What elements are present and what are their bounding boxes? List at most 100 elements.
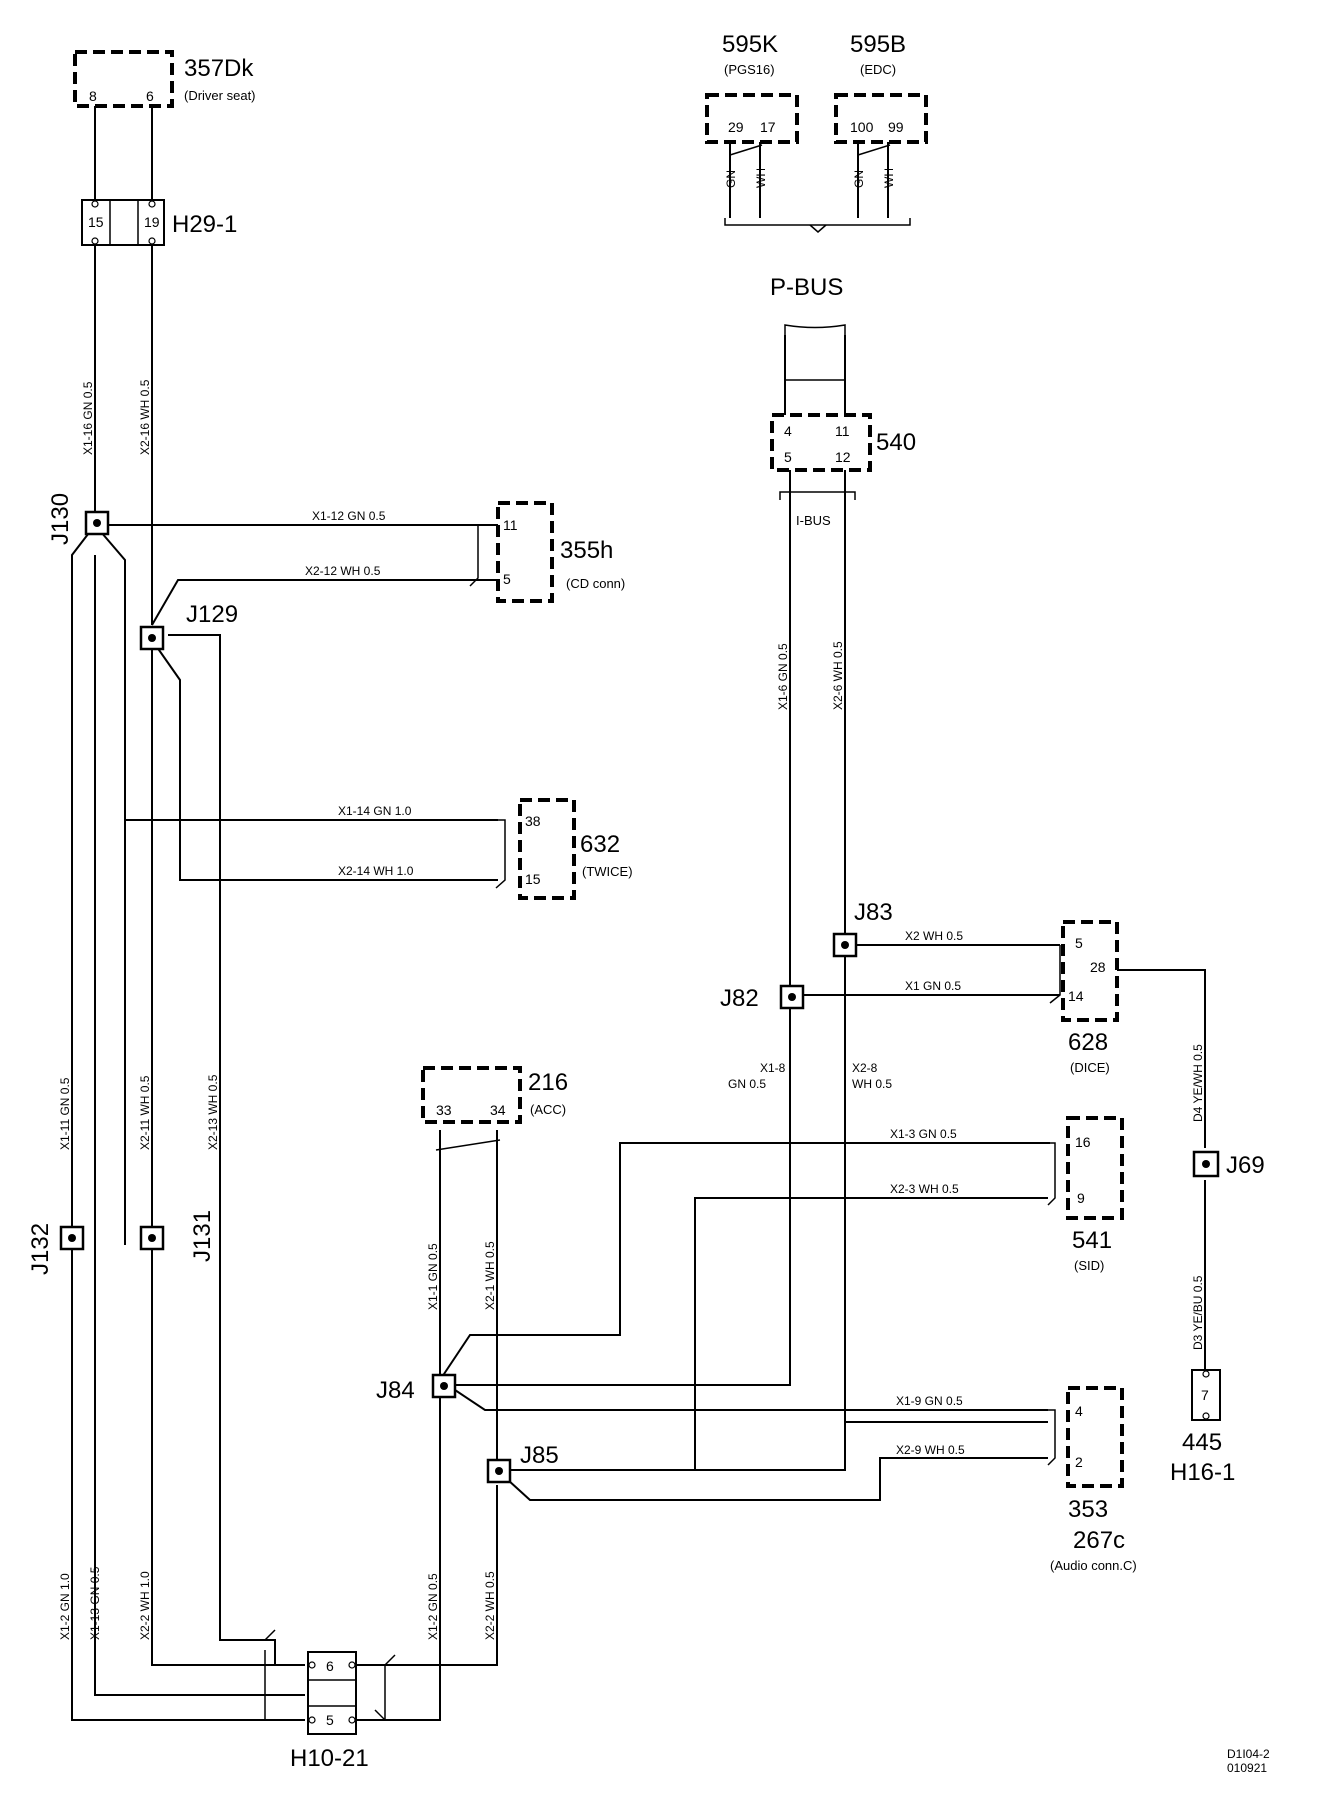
pin-label: 5 <box>503 571 511 587</box>
wire-label: X2-14 WH 1.0 <box>338 864 414 878</box>
component-216: 33 34 216 (ACC) <box>421 1066 568 1124</box>
pin-label: 28 <box>1090 959 1106 975</box>
component-id: 541 <box>1072 1227 1112 1254</box>
junction-label: J85 <box>520 1442 559 1469</box>
junction-label: J132 <box>27 1223 54 1275</box>
component-desc: (Audio conn.C) <box>1050 1558 1137 1573</box>
component-id: 595K <box>722 31 778 58</box>
component-445: 7 445 H16-1 <box>1170 1369 1235 1486</box>
wire-label: D3 YE/BU 0.5 <box>1191 1275 1205 1350</box>
component-595b: 100 99 595B (EDC) <box>834 31 928 144</box>
bus-label-i-bus: I-BUS <box>796 513 831 528</box>
component-desc: (CD conn) <box>566 576 625 591</box>
pin-label: 15 <box>88 214 104 230</box>
pin-label: 5 <box>784 449 792 465</box>
pin-label: 2 <box>1075 1454 1083 1470</box>
wire-label: X1-2 GN 0.5 <box>426 1573 440 1640</box>
component-id-secondary: 267c <box>1073 1527 1125 1554</box>
component-id: 595B <box>850 31 906 58</box>
pin-label: 8 <box>89 88 97 104</box>
connector-h29-1: 15 19 H29-1 <box>81 199 237 246</box>
wire-labels: X1-16 GN 0.5 X2-16 WH 0.5 X1-11 GN 0.5 X… <box>58 168 1205 1640</box>
component-id: 216 <box>528 1069 568 1096</box>
wire-label: GN 0.5 <box>728 1077 766 1091</box>
component-353: 4 2 353 267c (Audio conn.C) <box>1050 1386 1137 1573</box>
component-desc: (Driver seat) <box>184 88 256 103</box>
junction-label: J130 <box>47 493 74 545</box>
wire-color-label: GN <box>852 170 866 188</box>
component-desc: (DICE) <box>1070 1060 1110 1075</box>
wire-label: X2-8 <box>852 1061 878 1075</box>
wire-label: X2-2 WH 1.0 <box>138 1571 152 1640</box>
junction-label: J129 <box>186 601 238 628</box>
wire-label: X2-12 WH 0.5 <box>305 564 381 578</box>
wire-label: X1-9 GN 0.5 <box>896 1394 963 1408</box>
wire-label: X2-11 WH 0.5 <box>138 1075 152 1150</box>
wire-color-label: WH <box>882 168 896 188</box>
component-id: 628 <box>1068 1029 1108 1056</box>
component-id: 632 <box>580 831 620 858</box>
wire-label: X1-8 <box>760 1061 786 1075</box>
pin-label: 16 <box>1075 1134 1091 1150</box>
component-id: H10-21 <box>290 1745 369 1772</box>
junction-label: J82 <box>720 985 759 1012</box>
wire-label: X2-2 WH 0.5 <box>483 1571 497 1640</box>
pin-label: 19 <box>144 214 160 230</box>
component-357dk: 8 6 357Dk (Driver seat) <box>73 50 256 108</box>
component-355h: 11 5 355h (CD conn) <box>496 501 625 603</box>
component-desc: (PGS16) <box>724 62 775 77</box>
wire-label: X1-3 GN 0.5 <box>890 1127 957 1141</box>
pin-label: 29 <box>728 119 744 135</box>
pin-label: 6 <box>326 1658 334 1674</box>
pin-label: 11 <box>835 423 850 439</box>
wire-label: X2-13 WH 0.5 <box>206 1074 220 1150</box>
wire-color-label: WH <box>754 168 768 188</box>
pin-label: 38 <box>525 813 541 829</box>
pin-label: 5 <box>326 1712 334 1728</box>
pin-label: 6 <box>146 88 154 104</box>
wire-label: X2 WH 0.5 <box>905 929 963 943</box>
component-id: 540 <box>876 429 916 456</box>
wire-label: D4 YE/WH 0.5 <box>1191 1044 1205 1122</box>
component-id-secondary: H16-1 <box>1170 1459 1235 1486</box>
wire-label: X1-2 GN 1.0 <box>58 1573 72 1640</box>
component-541: 16 9 541 (SID) <box>1066 1116 1124 1273</box>
pin-label: 5 <box>1075 935 1083 951</box>
junction-j69: J69 <box>1192 1150 1265 1179</box>
pin-label: 17 <box>760 119 776 135</box>
junction-j84: J84 <box>376 1373 457 1404</box>
wire-label: X2-9 WH 0.5 <box>896 1443 965 1457</box>
reference-code: D1I04-2 <box>1227 1747 1270 1761</box>
wire-label: X1 GN 0.5 <box>905 979 961 993</box>
wire-label: X1-11 GN 0.5 <box>58 1077 72 1150</box>
wire-label: WH 0.5 <box>852 1077 892 1091</box>
pin-label: 9 <box>1077 1190 1085 1206</box>
reference-date: 010921 <box>1227 1761 1267 1775</box>
wire-label: X2-16 WH 0.5 <box>138 379 152 455</box>
component-id: 357Dk <box>184 55 254 82</box>
junction-label: J83 <box>854 899 893 926</box>
wire-label: X1-16 GN 0.5 <box>81 381 95 455</box>
pin-label: 7 <box>1201 1387 1209 1403</box>
component-desc: (SID) <box>1074 1258 1104 1273</box>
component-desc: (ACC) <box>530 1102 566 1117</box>
pin-label: 4 <box>1075 1403 1083 1419</box>
junction-label: J84 <box>376 1377 415 1404</box>
pin-label: 100 <box>850 119 874 135</box>
junction-j132: J132 <box>27 1223 85 1275</box>
junction-j131: J131 <box>139 1210 216 1262</box>
pin-label: 14 <box>1068 988 1084 1004</box>
junction-j130: J130 <box>47 493 110 545</box>
wire-label: X2-1 WH 0.5 <box>483 1241 497 1310</box>
component-desc: (EDC) <box>860 62 896 77</box>
junctions: J130 J129 J132 J131 J84 J85 J82 J83 <box>27 493 1265 1484</box>
wire-label: X1-12 GN 0.5 <box>312 509 386 523</box>
junction-j83: J83 <box>832 899 893 958</box>
wire-label: X1-13 GN 0.5 <box>88 1566 102 1640</box>
wires <box>71 106 1206 1721</box>
pin-label: 99 <box>888 119 904 135</box>
junction-label: J69 <box>1226 1152 1265 1179</box>
pin-label: 12 <box>835 449 851 465</box>
component-id: 355h <box>560 537 613 564</box>
